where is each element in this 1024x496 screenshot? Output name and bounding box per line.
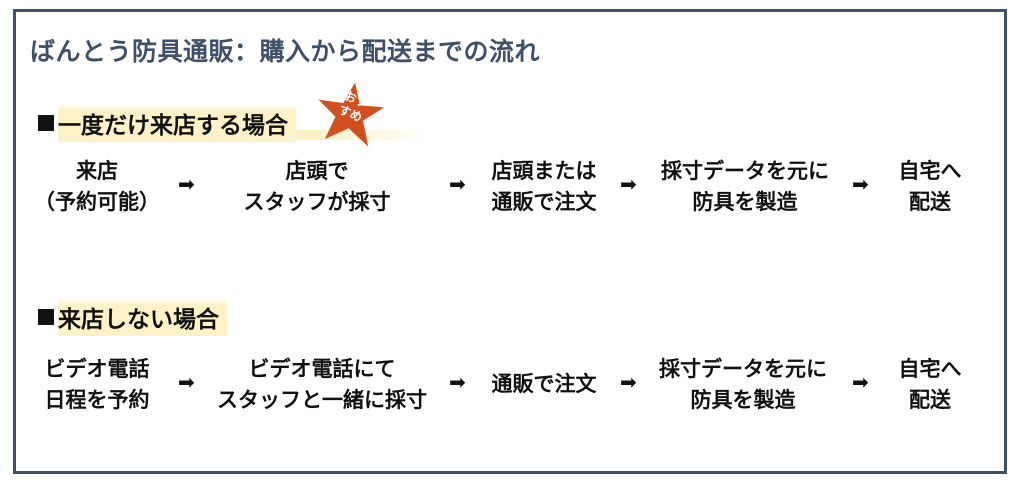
section-1-heading: 一度だけ来店する場合	[38, 104, 296, 142]
arrow-right-icon: ➡	[449, 172, 466, 196]
step-line-1: ビデオ電話	[44, 356, 150, 381]
diagram-frame	[13, 9, 1007, 474]
section-1-step-4: 採寸データを元に 防具を製造	[650, 155, 840, 217]
step-line-2: スタッフと一緒に採寸	[217, 387, 427, 412]
arrow-right-icon: ➡	[620, 370, 637, 394]
section-2-step-5: 自宅へ 配送	[880, 353, 980, 415]
arrow-right-icon: ➡	[852, 172, 869, 196]
section-1-step-5: 自宅へ 配送	[880, 155, 980, 217]
step-line-1: 店頭または	[491, 158, 597, 183]
step-line-2: 配送	[909, 189, 951, 214]
step-line-2: （予約可能）	[34, 189, 160, 214]
section-2-step-2: ビデオ電話にて スタッフと一緒に採寸	[202, 353, 442, 415]
step-line-1: 採寸データを元に	[659, 356, 827, 381]
arrow-right-icon: ➡	[852, 370, 869, 394]
recommend-star-icon	[318, 82, 385, 147]
step-line-2: 配送	[909, 387, 951, 412]
step-line-1: 自宅へ	[898, 356, 962, 381]
step-line-2: 防具を製造	[692, 189, 798, 214]
square-bullet-icon	[38, 115, 54, 131]
section-1-step-2: 店頭で スタッフが採寸	[222, 155, 412, 217]
step-line-1: ビデオ電話にて	[248, 356, 396, 381]
section-1-heading-label: 一度だけ来店する場合	[58, 104, 296, 142]
arrow-right-icon: ➡	[449, 370, 466, 394]
section-2-step-1: ビデオ電話 日程を予約	[22, 353, 172, 415]
step-line-2: 通販で注文	[491, 189, 597, 214]
page-title: ばんとう防具通販：購入から配送までの流れ	[30, 37, 541, 66]
section-2-heading: 来店しない場合	[38, 298, 227, 336]
arrow-right-icon: ➡	[178, 370, 195, 394]
square-bullet-icon	[38, 309, 54, 325]
step-line-1: 通販で注文	[491, 371, 597, 396]
section-2-step-3: 通販で注文	[474, 368, 614, 399]
arrow-right-icon: ➡	[620, 172, 637, 196]
step-line-1: 採寸データを元に	[661, 158, 829, 183]
arrow-right-icon: ➡	[178, 172, 195, 196]
section-1-step-1: 来店 （予約可能）	[22, 155, 172, 217]
step-line-2: 日程を予約	[44, 387, 150, 412]
step-line-2: スタッフが採寸	[243, 189, 391, 214]
section-1-step-3: 店頭または 通販で注文	[474, 155, 614, 217]
step-line-1: 自宅へ	[898, 158, 962, 183]
step-line-1: 店頭で	[285, 158, 349, 183]
section-2-step-4: 採寸データを元に 防具を製造	[648, 353, 838, 415]
step-line-2: 防具を製造	[690, 387, 796, 412]
step-line-1: 来店	[76, 158, 118, 183]
section-2-heading-label: 来店しない場合	[58, 298, 227, 336]
